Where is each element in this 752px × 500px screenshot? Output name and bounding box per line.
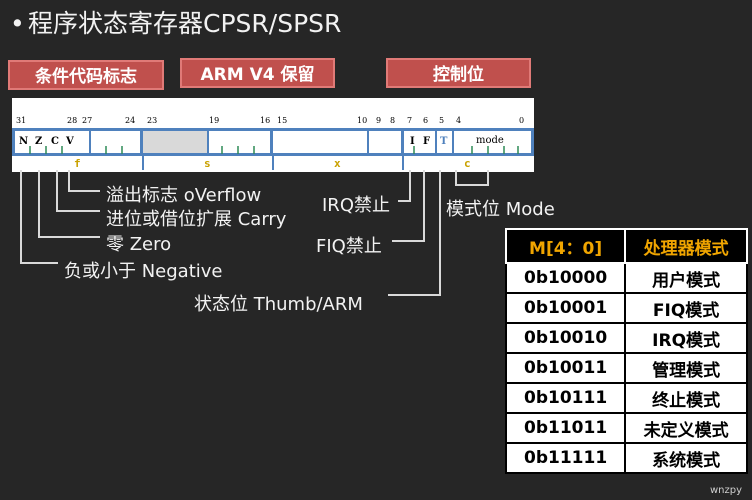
control-header: 控制位 (386, 58, 531, 88)
mode-bits: 0b10000 (504, 262, 627, 294)
flags-header: 条件代码标志 (8, 60, 164, 90)
field-x: x (334, 157, 341, 170)
field-divider-3 (402, 156, 404, 170)
c-connector-h (56, 210, 100, 212)
fiq-connector-h (392, 240, 425, 242)
flag-i: I (410, 136, 415, 147)
flag-n: N (19, 136, 29, 147)
flag-c: C (51, 136, 59, 147)
watermark: wnzpy (709, 485, 742, 496)
reserved-cell-9-8 (369, 131, 404, 153)
table-row: 0b11011 未定义模式 (504, 412, 748, 444)
table-row: 0b10010 IRQ模式 (504, 322, 748, 354)
z-connector-h (38, 236, 100, 238)
bit-6: 6 (423, 116, 429, 125)
bullet: • (10, 9, 25, 38)
mode-connector-line (455, 170, 457, 186)
z-connector-line (38, 170, 40, 238)
mode-name: 用户模式 (624, 262, 748, 294)
mode-bits: 0b10001 (504, 292, 627, 324)
mode-name: FIQ模式 (624, 292, 748, 324)
bit-5: 5 (439, 116, 445, 125)
reserved-cell-19-16 (209, 131, 273, 153)
fiq-connector-line (423, 170, 425, 242)
flag-v: V (66, 136, 74, 147)
header-mode: 处理器模式 (624, 228, 748, 264)
c-connector-line (56, 170, 58, 212)
bit-9: 9 (376, 116, 382, 125)
zero-label: 零 Zero (106, 234, 172, 255)
reserved-cell-15-10 (273, 131, 369, 153)
tick-marks (29, 146, 519, 154)
field-divider-2 (272, 156, 274, 170)
mode-name: 未定义模式 (624, 412, 748, 444)
reserved-cell-23-20 (143, 131, 209, 153)
mode-name: 系统模式 (624, 442, 748, 474)
control-t-cell: T (437, 131, 454, 153)
field-divider-1 (142, 156, 144, 170)
mode-label: 模式位 Mode (446, 199, 555, 220)
v-connector-line (68, 170, 70, 192)
thumb-label: 状态位 Thumb/ARM (194, 294, 363, 315)
fiq-label: FIQ禁止 (316, 236, 382, 257)
mode-name: 终止模式 (624, 382, 748, 414)
flag-f: F (423, 136, 431, 147)
mode-bits: 0b10010 (504, 322, 627, 354)
table-row: 0b10001 FIQ模式 (504, 292, 748, 324)
table-row: 0b11111 系统模式 (504, 442, 748, 474)
flag-t: T (440, 136, 448, 147)
mode-bits: 0b10011 (504, 352, 627, 384)
bit-0: 0 (519, 116, 525, 125)
bit-23: 23 (147, 116, 158, 125)
table-row: 0b10011 管理模式 (504, 352, 748, 384)
bit-4: 4 (456, 116, 462, 125)
n-connector-line (20, 170, 22, 264)
mode-bits: 0b10111 (504, 382, 627, 414)
table-row: 0b10111 终止模式 (504, 382, 748, 414)
bit-19: 19 (209, 116, 220, 125)
page-title: •程序状态寄存器CPSR/SPSR (10, 4, 341, 40)
field-s: s (204, 157, 211, 170)
reserved-cell-27-24 (91, 131, 143, 153)
v-connector-h (68, 190, 100, 192)
thumb-connector-h (388, 294, 441, 296)
reserved-header: ARM V4 保留 (180, 58, 335, 88)
title-text: 程序状态寄存器CPSR/SPSR (28, 9, 342, 38)
negative-label: 负或小于 Negative (64, 261, 223, 282)
mode-table: M[4：0] 处理器模式 0b10000 用户模式 0b10001 FIQ模式 … (504, 228, 748, 474)
mode-bits: 0b11111 (504, 442, 627, 474)
n-connector-h (20, 262, 58, 264)
bit-7: 7 (407, 116, 413, 125)
overflow-label: 溢出标志 oVerflow (106, 185, 262, 206)
flag-z: Z (35, 136, 43, 147)
irq-connector-line (409, 170, 411, 202)
irq-label: IRQ禁止 (322, 195, 390, 216)
mode-connector-right (487, 170, 489, 186)
control-if-cell: I F (404, 131, 437, 153)
field-c: c (464, 157, 471, 170)
mode-cell: mode (454, 131, 531, 153)
irq-connector-h (398, 200, 411, 202)
register-row: N Z C V I F T mode (12, 128, 534, 156)
mode-name: 管理模式 (624, 352, 748, 384)
flag-mode: mode (476, 135, 504, 146)
carry-label: 进位或借位扩展 Carry (106, 209, 287, 230)
thumb-connector-line (439, 170, 441, 296)
bit-8: 8 (390, 116, 396, 125)
bit-28: 28 (67, 116, 78, 125)
mode-table-header: M[4：0] 处理器模式 (504, 228, 748, 264)
field-f: f (74, 157, 81, 170)
bit-15: 15 (277, 116, 288, 125)
bit-10: 10 (357, 116, 368, 125)
header-bits: M[4：0] (504, 228, 627, 264)
bit-24: 24 (125, 116, 136, 125)
mode-connector-h (455, 184, 489, 186)
bit-31: 31 (16, 116, 27, 125)
bit-27: 27 (82, 116, 93, 125)
flags-cell: N Z C V (15, 131, 91, 153)
mode-bits: 0b11011 (504, 412, 627, 444)
mode-name: IRQ模式 (624, 322, 748, 354)
table-row: 0b10000 用户模式 (504, 262, 748, 294)
bit-16: 16 (260, 116, 271, 125)
